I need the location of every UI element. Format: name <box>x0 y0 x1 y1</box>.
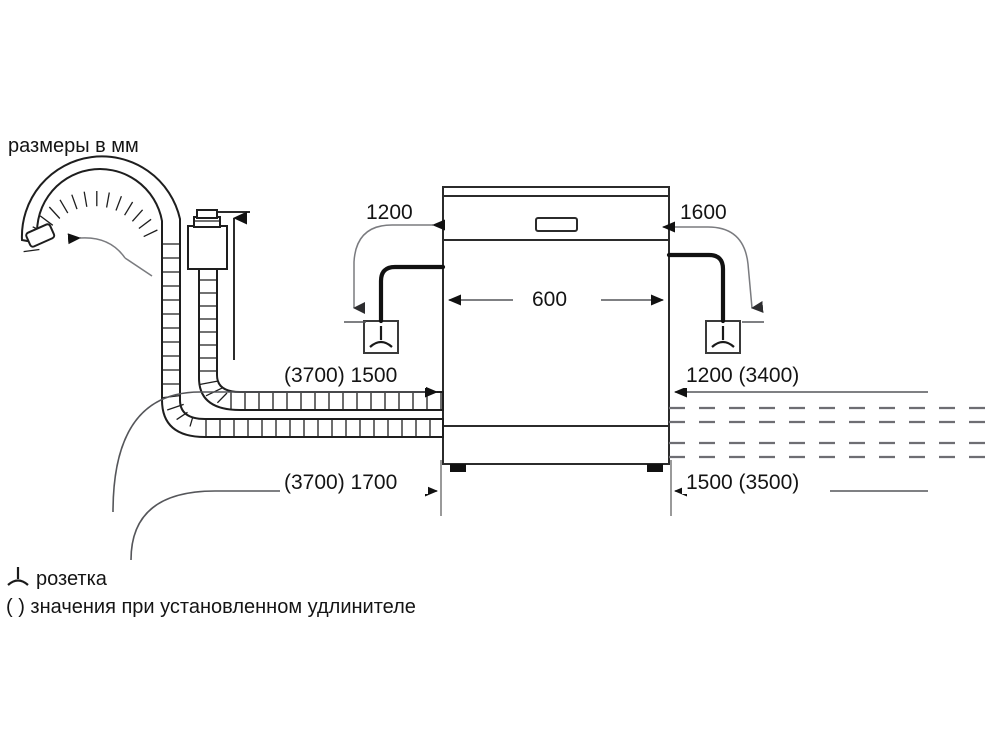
drain-hose-wall <box>20 155 444 438</box>
mid-left-dim-path <box>112 386 438 513</box>
door-handle[interactable] <box>535 217 578 232</box>
mid-right-label-bg <box>682 362 830 388</box>
top-right-leader <box>662 221 764 313</box>
dashed-hose-lower <box>669 441 995 459</box>
dimension-mid-right-label: 1200 (3400) <box>686 364 799 387</box>
dimension-top-right: 1600 <box>680 201 727 224</box>
top-left-leader <box>353 219 445 314</box>
bottom-left-dim-path <box>130 485 438 561</box>
aquastop-valve <box>187 209 250 360</box>
power-socket-right <box>666 252 741 354</box>
dimension-callout-top-left: 1200 <box>344 201 445 323</box>
dimension-bottom-left: (3700) 1700 <box>130 468 438 561</box>
width-label-bg <box>513 286 601 314</box>
dimension-callout-top-right: 1600 <box>662 201 764 323</box>
aquastop-nut <box>196 209 218 219</box>
legend-parenthesis-label: ( ) значения при установленном удлинител… <box>6 596 416 618</box>
dimension-mid-left: (3700) 1500 <box>112 362 438 513</box>
bottom-right-label-bg <box>682 468 830 494</box>
legend: розетка ( ) значения при установленном у… <box>6 567 416 618</box>
socket-left-glyph <box>369 326 393 348</box>
drain-hose-leader <box>124 257 153 277</box>
units-note: размеры в мм <box>8 135 139 157</box>
dimension-bottom-right-label: 1500 (3500) <box>686 471 799 494</box>
width-dimension-600: 600 <box>448 286 664 314</box>
bottom-left-label-bg <box>280 468 428 494</box>
dishwasher-foot-right <box>647 464 663 472</box>
dimension-bottom-left-label: (3700) 1700 <box>284 471 397 494</box>
legend-socket-label: розетка <box>36 568 108 590</box>
dimension-mid-right: 1200 (3400) <box>674 362 928 398</box>
dashed-hose-upper <box>669 406 995 424</box>
socket-left-cable <box>378 264 446 324</box>
drain-hose-end-cuff <box>25 223 56 248</box>
water-inlet-hose <box>198 244 444 411</box>
width-label: 600 <box>532 288 567 311</box>
inlet-hose-ribs <box>199 253 442 410</box>
dimension-bottom-right: 1500 (3500) <box>674 468 928 497</box>
power-socket-left <box>363 264 446 354</box>
dimension-top-left: 1200 <box>366 201 413 224</box>
dimension-mid-left-label: (3700) 1500 <box>284 364 397 387</box>
socket-right-glyph <box>711 326 735 348</box>
dishwasher-body <box>442 186 670 472</box>
dishwasher-plinth <box>442 425 670 465</box>
drain-hose-direction-arrow <box>67 233 126 259</box>
aquastop-body <box>187 225 228 270</box>
drain-hose <box>20 155 444 438</box>
socket-right-cable <box>666 252 726 324</box>
dishwasher-door <box>442 239 670 451</box>
dishwasher-top-slab <box>442 186 670 197</box>
socket-icon <box>7 567 29 586</box>
dishwasher-foot-left <box>450 464 466 472</box>
mid-left-label-bg <box>280 362 426 388</box>
